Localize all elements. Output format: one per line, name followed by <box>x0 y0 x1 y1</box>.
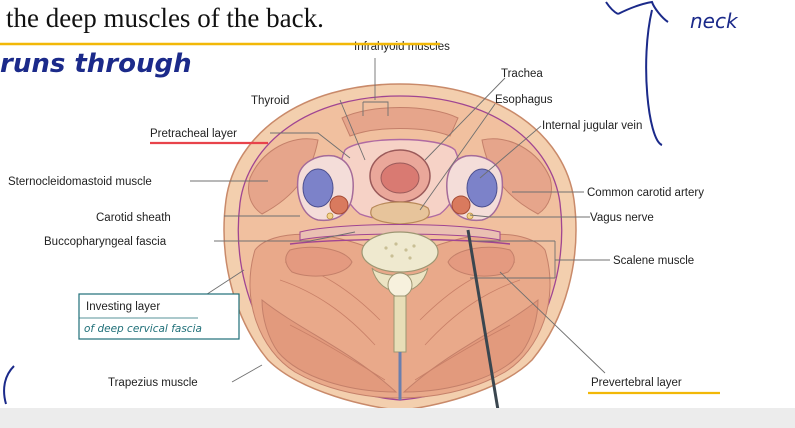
label-sternocleidomastoid: Sternocleidomastoid muscle <box>8 176 152 188</box>
label-prevertebral: Prevertebral layer <box>591 377 682 389</box>
handwriting-runs-through: runs through <box>0 49 192 79</box>
label-scalene: Scalene muscle <box>613 255 694 267</box>
ink-mark-right <box>605 1 619 15</box>
scalene-left <box>285 246 353 277</box>
slide-heading-text: the deep muscles of the back. <box>6 3 324 33</box>
investing-handwritten-note: of deep cervical fascia <box>84 323 202 335</box>
muscle-striations <box>279 261 521 381</box>
carotid-sheath-left <box>296 154 354 222</box>
label-investing: Investing layer <box>86 301 160 313</box>
label-vagus: Vagus nerve <box>590 212 654 224</box>
bottom-toolbar-strip <box>0 408 795 428</box>
label-trapezius: Trapezius muscle <box>108 377 198 389</box>
label-esophagus: Esophagus <box>495 94 553 106</box>
esophagus <box>370 201 430 225</box>
label-buccopharyngeal: Buccopharyngeal fascia <box>44 236 167 248</box>
scalene-right <box>447 246 515 277</box>
carotid-sheath-right <box>446 154 504 222</box>
cervical-vertebra <box>361 231 439 353</box>
ink-pointer-line <box>466 229 502 423</box>
ink-arrow-head <box>617 0 669 23</box>
label-internal-jugular: Internal jugular vein <box>542 120 642 132</box>
investing-annotation: Investing layer of deep cervical fascia <box>78 293 240 340</box>
label-trachea: Trachea <box>501 68 543 80</box>
infrahyoid-muscles <box>341 107 459 137</box>
label-carotid-sheath: Carotid sheath <box>96 212 171 224</box>
handwriting-neck: neck <box>690 9 739 33</box>
ink-curve-left <box>3 365 15 405</box>
label-common-carotid: Common carotid artery <box>587 187 704 199</box>
label-pretracheal: Pretracheal layer <box>150 128 237 140</box>
neck-cross-section <box>223 83 577 411</box>
ink-arrow-neck <box>645 9 663 146</box>
trachea-lumen <box>380 162 420 194</box>
label-thyroid: Thyroid <box>251 95 289 107</box>
